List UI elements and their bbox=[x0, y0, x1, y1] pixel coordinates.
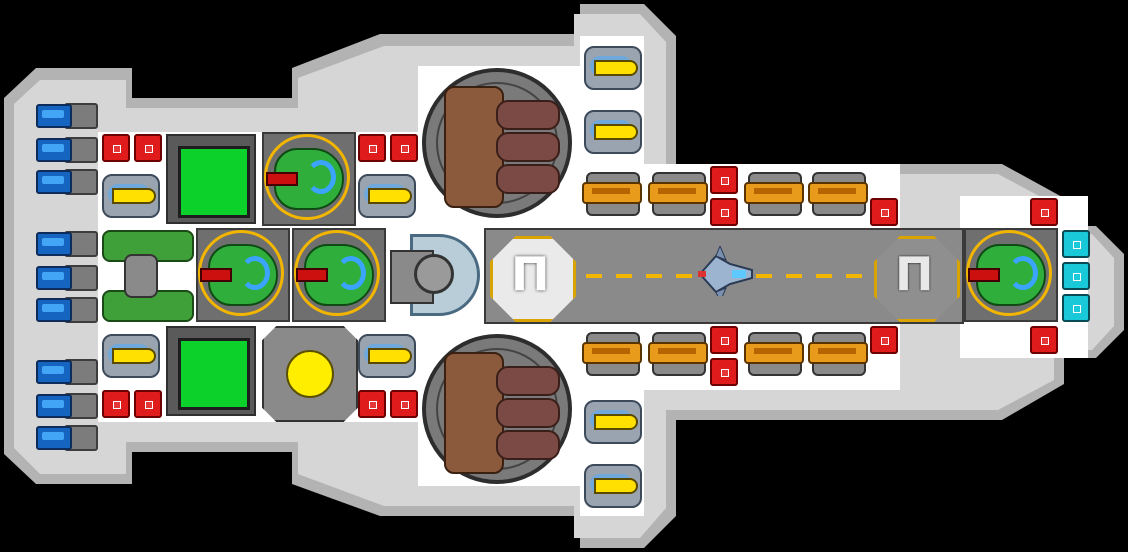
power-node[interactable] bbox=[710, 198, 738, 226]
power-node[interactable] bbox=[134, 390, 162, 418]
power-node[interactable] bbox=[710, 358, 738, 386]
landing-marking: Π bbox=[895, 247, 934, 301]
landing-pad-right[interactable]: Π bbox=[874, 236, 960, 322]
missile-launcher[interactable] bbox=[98, 166, 160, 222]
turret-bottom[interactable] bbox=[422, 334, 572, 484]
power-node[interactable] bbox=[134, 134, 162, 162]
cannon[interactable] bbox=[646, 166, 708, 218]
cannon[interactable] bbox=[742, 166, 804, 218]
power-node[interactable] bbox=[870, 326, 898, 354]
thruster-8[interactable] bbox=[36, 390, 98, 419]
cockpit-module[interactable] bbox=[196, 228, 290, 322]
cockpit-module[interactable] bbox=[964, 228, 1058, 322]
engine-block[interactable] bbox=[100, 228, 194, 324]
power-node[interactable] bbox=[102, 390, 130, 418]
shield-node[interactable] bbox=[1062, 294, 1090, 322]
missile-launcher[interactable] bbox=[580, 392, 642, 448]
cockpit-module[interactable] bbox=[262, 132, 356, 226]
cannon[interactable] bbox=[742, 326, 804, 378]
cannon[interactable] bbox=[646, 326, 708, 378]
cannon[interactable] bbox=[580, 166, 642, 218]
thruster-3[interactable] bbox=[36, 166, 98, 195]
thruster-1[interactable] bbox=[36, 100, 98, 129]
thruster-6[interactable] bbox=[36, 294, 98, 323]
cannon[interactable] bbox=[806, 326, 868, 378]
missile-launcher[interactable] bbox=[580, 102, 642, 158]
shield-node[interactable] bbox=[1062, 262, 1090, 290]
missile-launcher[interactable] bbox=[354, 326, 416, 382]
landing-marking: Π bbox=[511, 247, 550, 301]
thruster-2[interactable] bbox=[36, 134, 98, 163]
reactor-core[interactable] bbox=[262, 326, 358, 422]
power-node[interactable] bbox=[358, 390, 386, 418]
thruster-9[interactable] bbox=[36, 422, 98, 451]
power-node[interactable] bbox=[710, 166, 738, 194]
missile-launcher[interactable] bbox=[98, 326, 160, 382]
green-screen-console[interactable] bbox=[166, 134, 256, 224]
green-screen-console[interactable] bbox=[166, 326, 256, 416]
missile-launcher[interactable] bbox=[580, 38, 642, 94]
power-node[interactable] bbox=[390, 134, 418, 162]
thruster-7[interactable] bbox=[36, 356, 98, 385]
shield-node[interactable] bbox=[1062, 230, 1090, 258]
missile-launcher[interactable] bbox=[354, 166, 416, 222]
power-node[interactable] bbox=[870, 198, 898, 226]
thruster-4[interactable] bbox=[36, 228, 98, 257]
cockpit-module[interactable] bbox=[292, 228, 386, 322]
landing-pad-left[interactable]: Π bbox=[490, 236, 576, 322]
missile-launcher[interactable] bbox=[580, 456, 642, 512]
power-node[interactable] bbox=[710, 326, 738, 354]
turret-top[interactable] bbox=[422, 68, 572, 218]
cannon[interactable] bbox=[580, 326, 642, 378]
power-node[interactable] bbox=[1030, 198, 1058, 226]
power-node[interactable] bbox=[358, 134, 386, 162]
power-node[interactable] bbox=[102, 134, 130, 162]
power-node[interactable] bbox=[1030, 326, 1058, 354]
power-node[interactable] bbox=[390, 390, 418, 418]
shield-generator[interactable] bbox=[388, 230, 480, 320]
cannon[interactable] bbox=[806, 166, 868, 218]
docked-fighter-icon[interactable] bbox=[696, 246, 756, 296]
thruster-5[interactable] bbox=[36, 262, 98, 291]
